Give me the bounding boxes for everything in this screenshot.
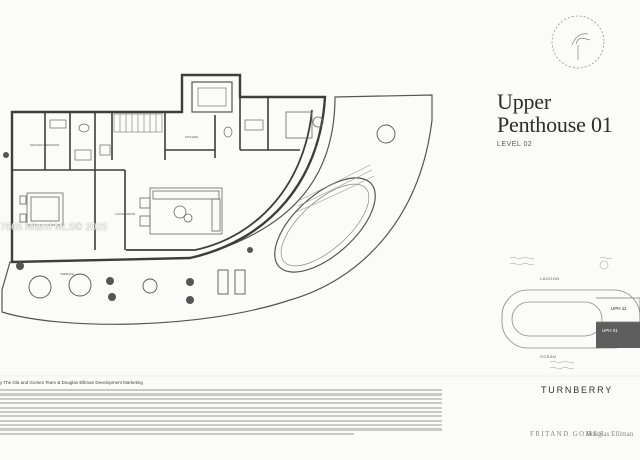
unit-title-line1: Upper (497, 89, 551, 114)
terrace-furniture (28, 124, 396, 299)
disclaimer-text (0, 389, 442, 437)
brand-right: Douglas Elliman (586, 430, 634, 438)
master-bed (19, 192, 64, 226)
bedroom-2 (285, 111, 324, 139)
key-bottom-label: OCEAN (540, 354, 557, 359)
key-unit-uph01: UPH 01 (602, 328, 618, 333)
stairs (113, 113, 163, 133)
planters (3, 152, 253, 304)
room-master-label: MASTER BEDROOM (30, 143, 59, 147)
key-plan (501, 289, 640, 349)
apartment-walls (10, 73, 327, 264)
level-label: LEVEL 02 (497, 141, 533, 148)
credit-line: y The Ola and Gomes Team & Douglas Ellim… (0, 380, 143, 385)
key-top-label: LAGOON (540, 276, 560, 281)
pool (274, 177, 376, 273)
room-kitchen-label: KITCHEN (185, 135, 199, 139)
inner-curve-wall (126, 109, 313, 251)
turnberry-brand: TURNBERRY (541, 385, 614, 395)
mls-watermark: 7665 Miami MLS© 2025 (0, 222, 108, 233)
one-park-tower-logo (551, 15, 605, 69)
room-living-label: LIVING ROOM (115, 212, 136, 216)
living-furniture (139, 187, 223, 235)
partitions (12, 97, 300, 250)
jacuzzi (191, 81, 233, 113)
terrace-outline (1, 94, 433, 325)
unit-title-line2: Penthouse 01 (497, 112, 613, 137)
room-terrace-label: TERRACE (60, 272, 75, 276)
bath-fixtures (49, 119, 264, 161)
key-unit-uph11: UPH 11 (611, 306, 627, 311)
unit-title: Upper Penthouse 01 (497, 90, 613, 136)
brand-left: FRITAND GOMES (530, 430, 605, 438)
